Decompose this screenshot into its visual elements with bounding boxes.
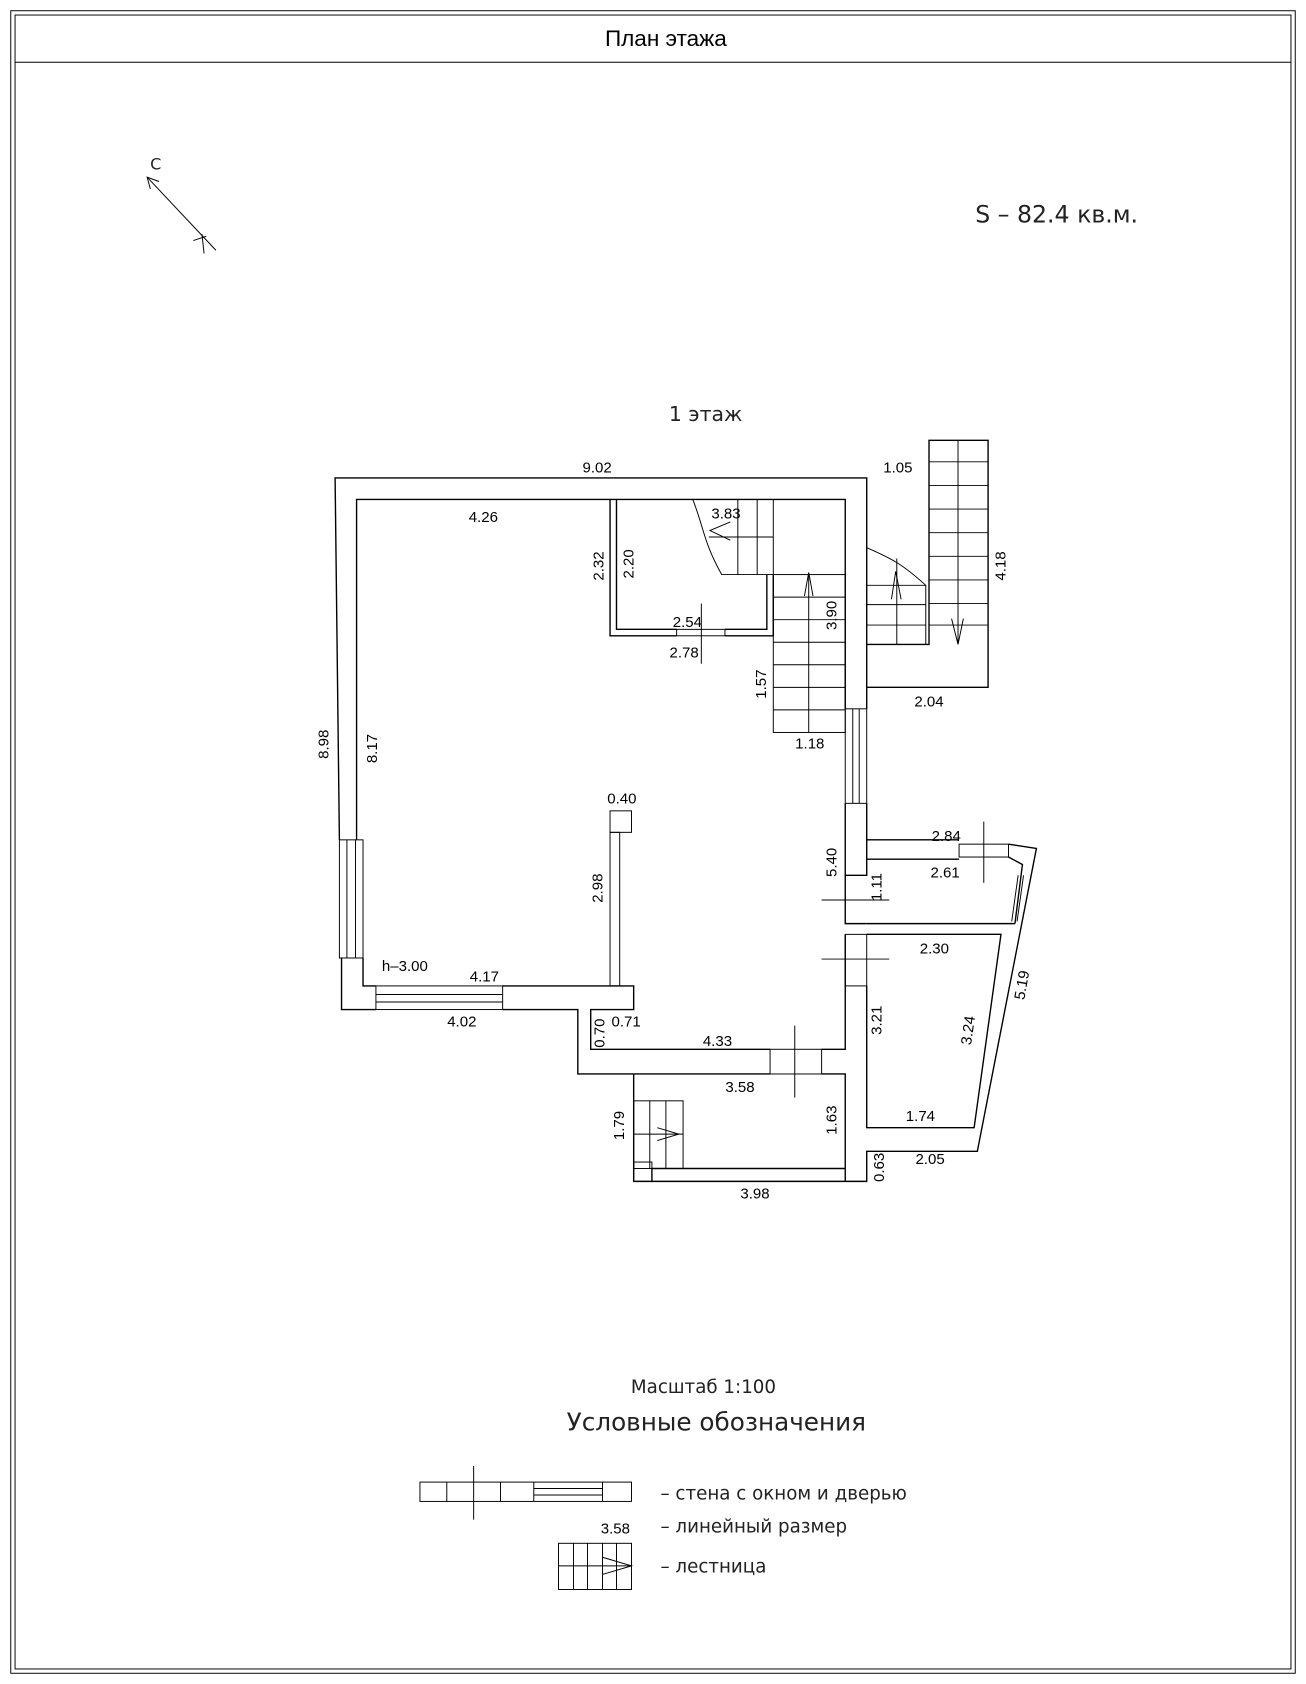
ceiling-height-label: h–3.00: [382, 958, 428, 975]
dimension-label: 1.57: [753, 670, 770, 699]
legend-dimension-sample: 3.58: [601, 1521, 630, 1538]
legend-label-dimension: – линейный размер: [661, 1517, 848, 1538]
dimension-label: 2.04: [914, 694, 943, 711]
dimension-label: 3.24: [958, 1015, 979, 1046]
dimension-label: 0.71: [612, 1014, 641, 1031]
dimension-label: 2.20: [621, 549, 638, 578]
dimension-label: 3.83: [711, 506, 740, 523]
legend-title: Условные обозначения: [567, 1408, 866, 1437]
partition: [609, 831, 621, 987]
dimension-label: 4.26: [469, 509, 498, 526]
window: [844, 708, 868, 804]
dimension-label: 4.17: [470, 969, 499, 986]
dimension-label: 2.61: [931, 864, 960, 881]
scale-label: Масштаб 1:100: [631, 1377, 776, 1398]
dimension-label: 3.90: [824, 601, 841, 630]
dimension-labels: 9.02 1.05 4.26 3.83 2.32 2.20 2.54 2.78 …: [316, 460, 1034, 1203]
dimension-label: 2.05: [915, 1151, 944, 1168]
dimension-label: 9.02: [583, 460, 612, 477]
north-label: С: [150, 155, 161, 174]
stair-icon: [558, 1542, 634, 1590]
dimension-label: 2.98: [590, 874, 607, 903]
pillar: [609, 810, 633, 833]
dimension-label: 1.05: [883, 460, 912, 477]
dimension-label: 5.19: [1011, 969, 1033, 1001]
window: [375, 985, 504, 1011]
window: [338, 839, 364, 959]
north-arrow-icon: С: [146, 155, 217, 254]
legend-label-stair: – лестница: [661, 1556, 767, 1577]
dimension-label: 3.58: [725, 1079, 754, 1096]
stair-icon: [633, 1100, 684, 1182]
dimension-label: 2.78: [670, 644, 699, 661]
dimension-label: 2.84: [932, 828, 961, 845]
sheet-border-inner: [14, 14, 1292, 1670]
page-title: План этажа: [605, 26, 727, 51]
dimension-label: 4.02: [447, 1014, 476, 1031]
door: [769, 1048, 823, 1075]
dimension-label: 2.30: [920, 941, 949, 958]
wall-window-door-icon: [419, 1465, 633, 1520]
dimension-label: 0.40: [607, 790, 636, 807]
dimension-label: 0.63: [871, 1153, 888, 1182]
dimension-label: 1.63: [824, 1106, 841, 1135]
floor-label: 1 этаж: [669, 402, 742, 426]
dimension-label: 1.11: [869, 873, 886, 901]
door: [844, 933, 868, 987]
dimension-label: 3.98: [740, 1186, 769, 1203]
dimension-label: 2.32: [591, 551, 608, 580]
walls: [334, 439, 1038, 1183]
dimension-label: 0.70: [592, 1019, 609, 1048]
stair-icon: [866, 440, 989, 645]
dimension-label: 1.18: [795, 736, 824, 753]
dimension-label: 2.54: [673, 614, 702, 631]
dimension-label: 1.79: [611, 1111, 628, 1140]
dimension-label: 5.40: [824, 848, 841, 877]
door: [676, 628, 726, 637]
dimension-label: 4.33: [703, 1033, 732, 1050]
dimension-label: 8.98: [316, 730, 333, 759]
dimension-label: 3.21: [869, 1006, 886, 1035]
area-label: S – 82.4 кв.м.: [975, 200, 1138, 228]
stair-icon: [692, 499, 846, 733]
dimension-label: 8.17: [364, 734, 381, 763]
sheet-border-outer: [10, 10, 1296, 1674]
legend-label-wall: – стена с окном и дверью: [661, 1483, 907, 1504]
dimension-label: 4.18: [992, 551, 1009, 580]
dimension-label: 1.74: [906, 1108, 935, 1125]
